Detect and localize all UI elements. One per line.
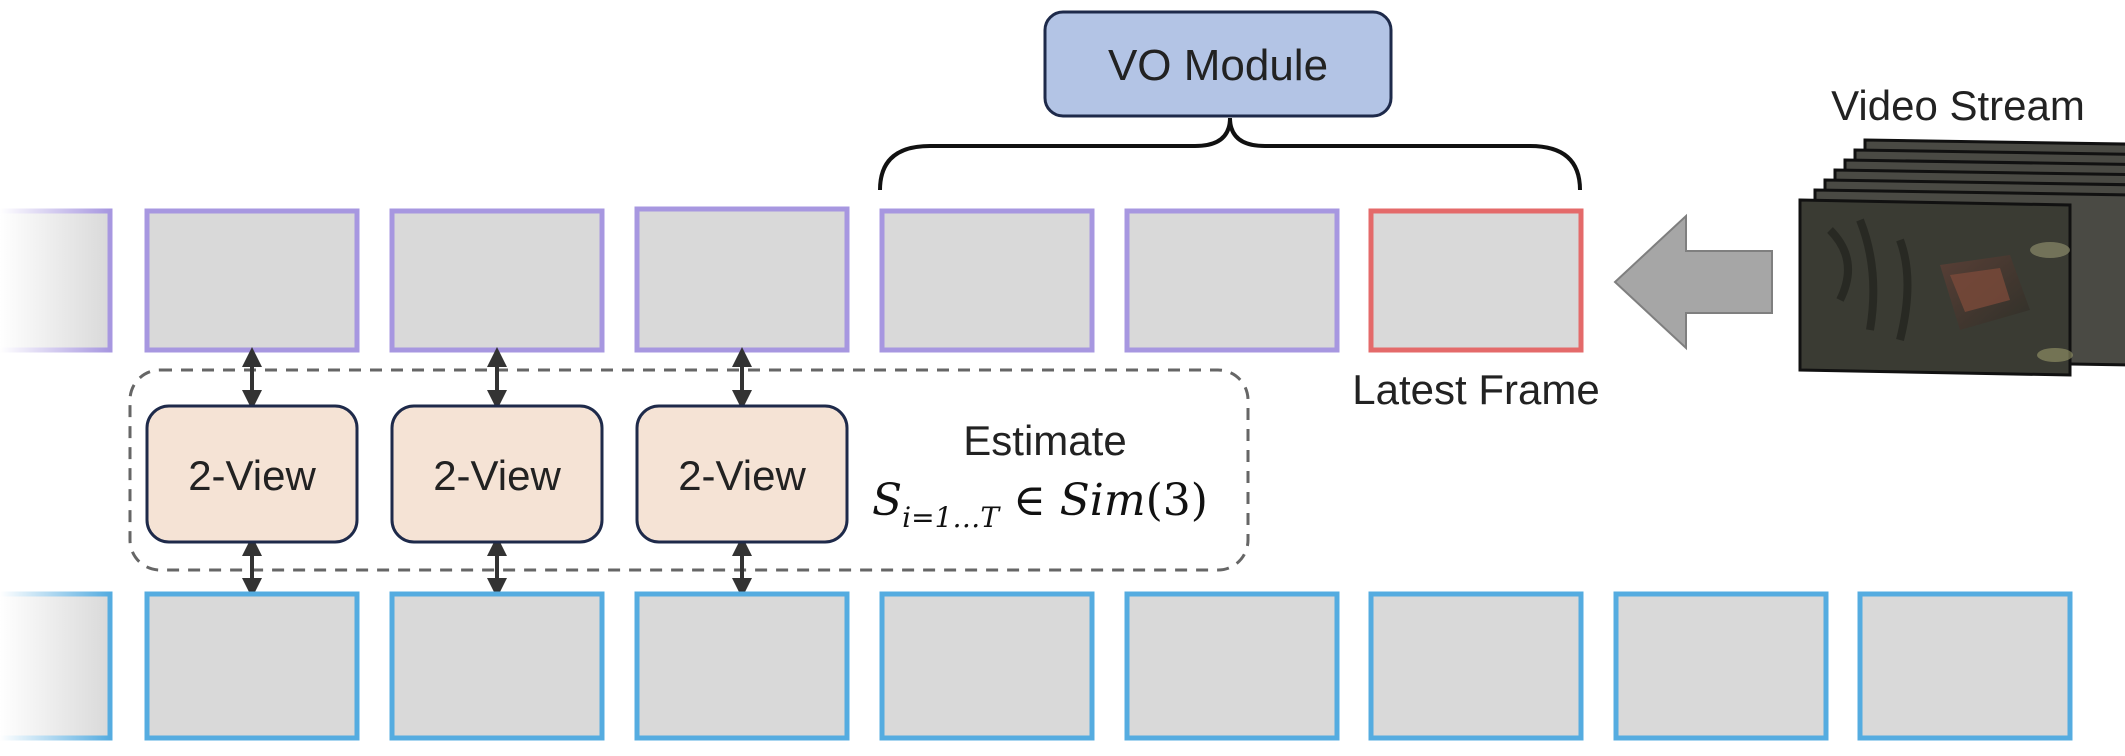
estimate-formula: Si=1…T∈Sim(3) (872, 475, 1208, 534)
latest-frame-label: Latest Frame (1352, 366, 1599, 413)
bottom-frame (879, 591, 1095, 741)
bottom-frame (1368, 591, 1584, 741)
video-frame-front (1798, 198, 2073, 377)
top-frame (1124, 208, 1340, 353)
bottom-frame (1613, 591, 1829, 741)
bottom-frame (634, 591, 850, 741)
bottom-row-fade (0, 585, 110, 750)
estimation-region (128, 368, 1250, 572)
latest-frame (1368, 208, 1584, 353)
vo-module-brace (878, 117, 1582, 191)
two-view-label: 2-View (188, 452, 316, 499)
bottom-frame (1857, 591, 2073, 741)
top-frame (389, 208, 605, 353)
stream-input-arrow (1613, 213, 1773, 351)
bottom-frame (389, 591, 605, 741)
estimate-label: Estimate (963, 417, 1126, 464)
top-frame (634, 206, 850, 353)
vo-module-box: VO Module (1043, 10, 1393, 118)
two-view-label: 2-View (433, 452, 561, 499)
two-view-block: 2-View (145, 404, 359, 544)
two-view-block: 2-View (635, 404, 849, 544)
bottom-frame-row (0, 585, 2073, 750)
link-arrows (242, 347, 752, 598)
top-row-fade (0, 200, 110, 360)
top-frame-row (0, 200, 1584, 360)
video-stream-label: Video Stream (1831, 82, 2085, 129)
top-frame (879, 208, 1095, 353)
video-stream-stack (1798, 138, 2125, 377)
top-frame (144, 208, 360, 353)
two-view-label: 2-View (678, 452, 806, 499)
vo-module-label: VO Module (1108, 41, 1328, 90)
bottom-frame (1124, 591, 1340, 741)
two-view-block: 2-View (390, 404, 604, 544)
bottom-frame (144, 591, 360, 741)
